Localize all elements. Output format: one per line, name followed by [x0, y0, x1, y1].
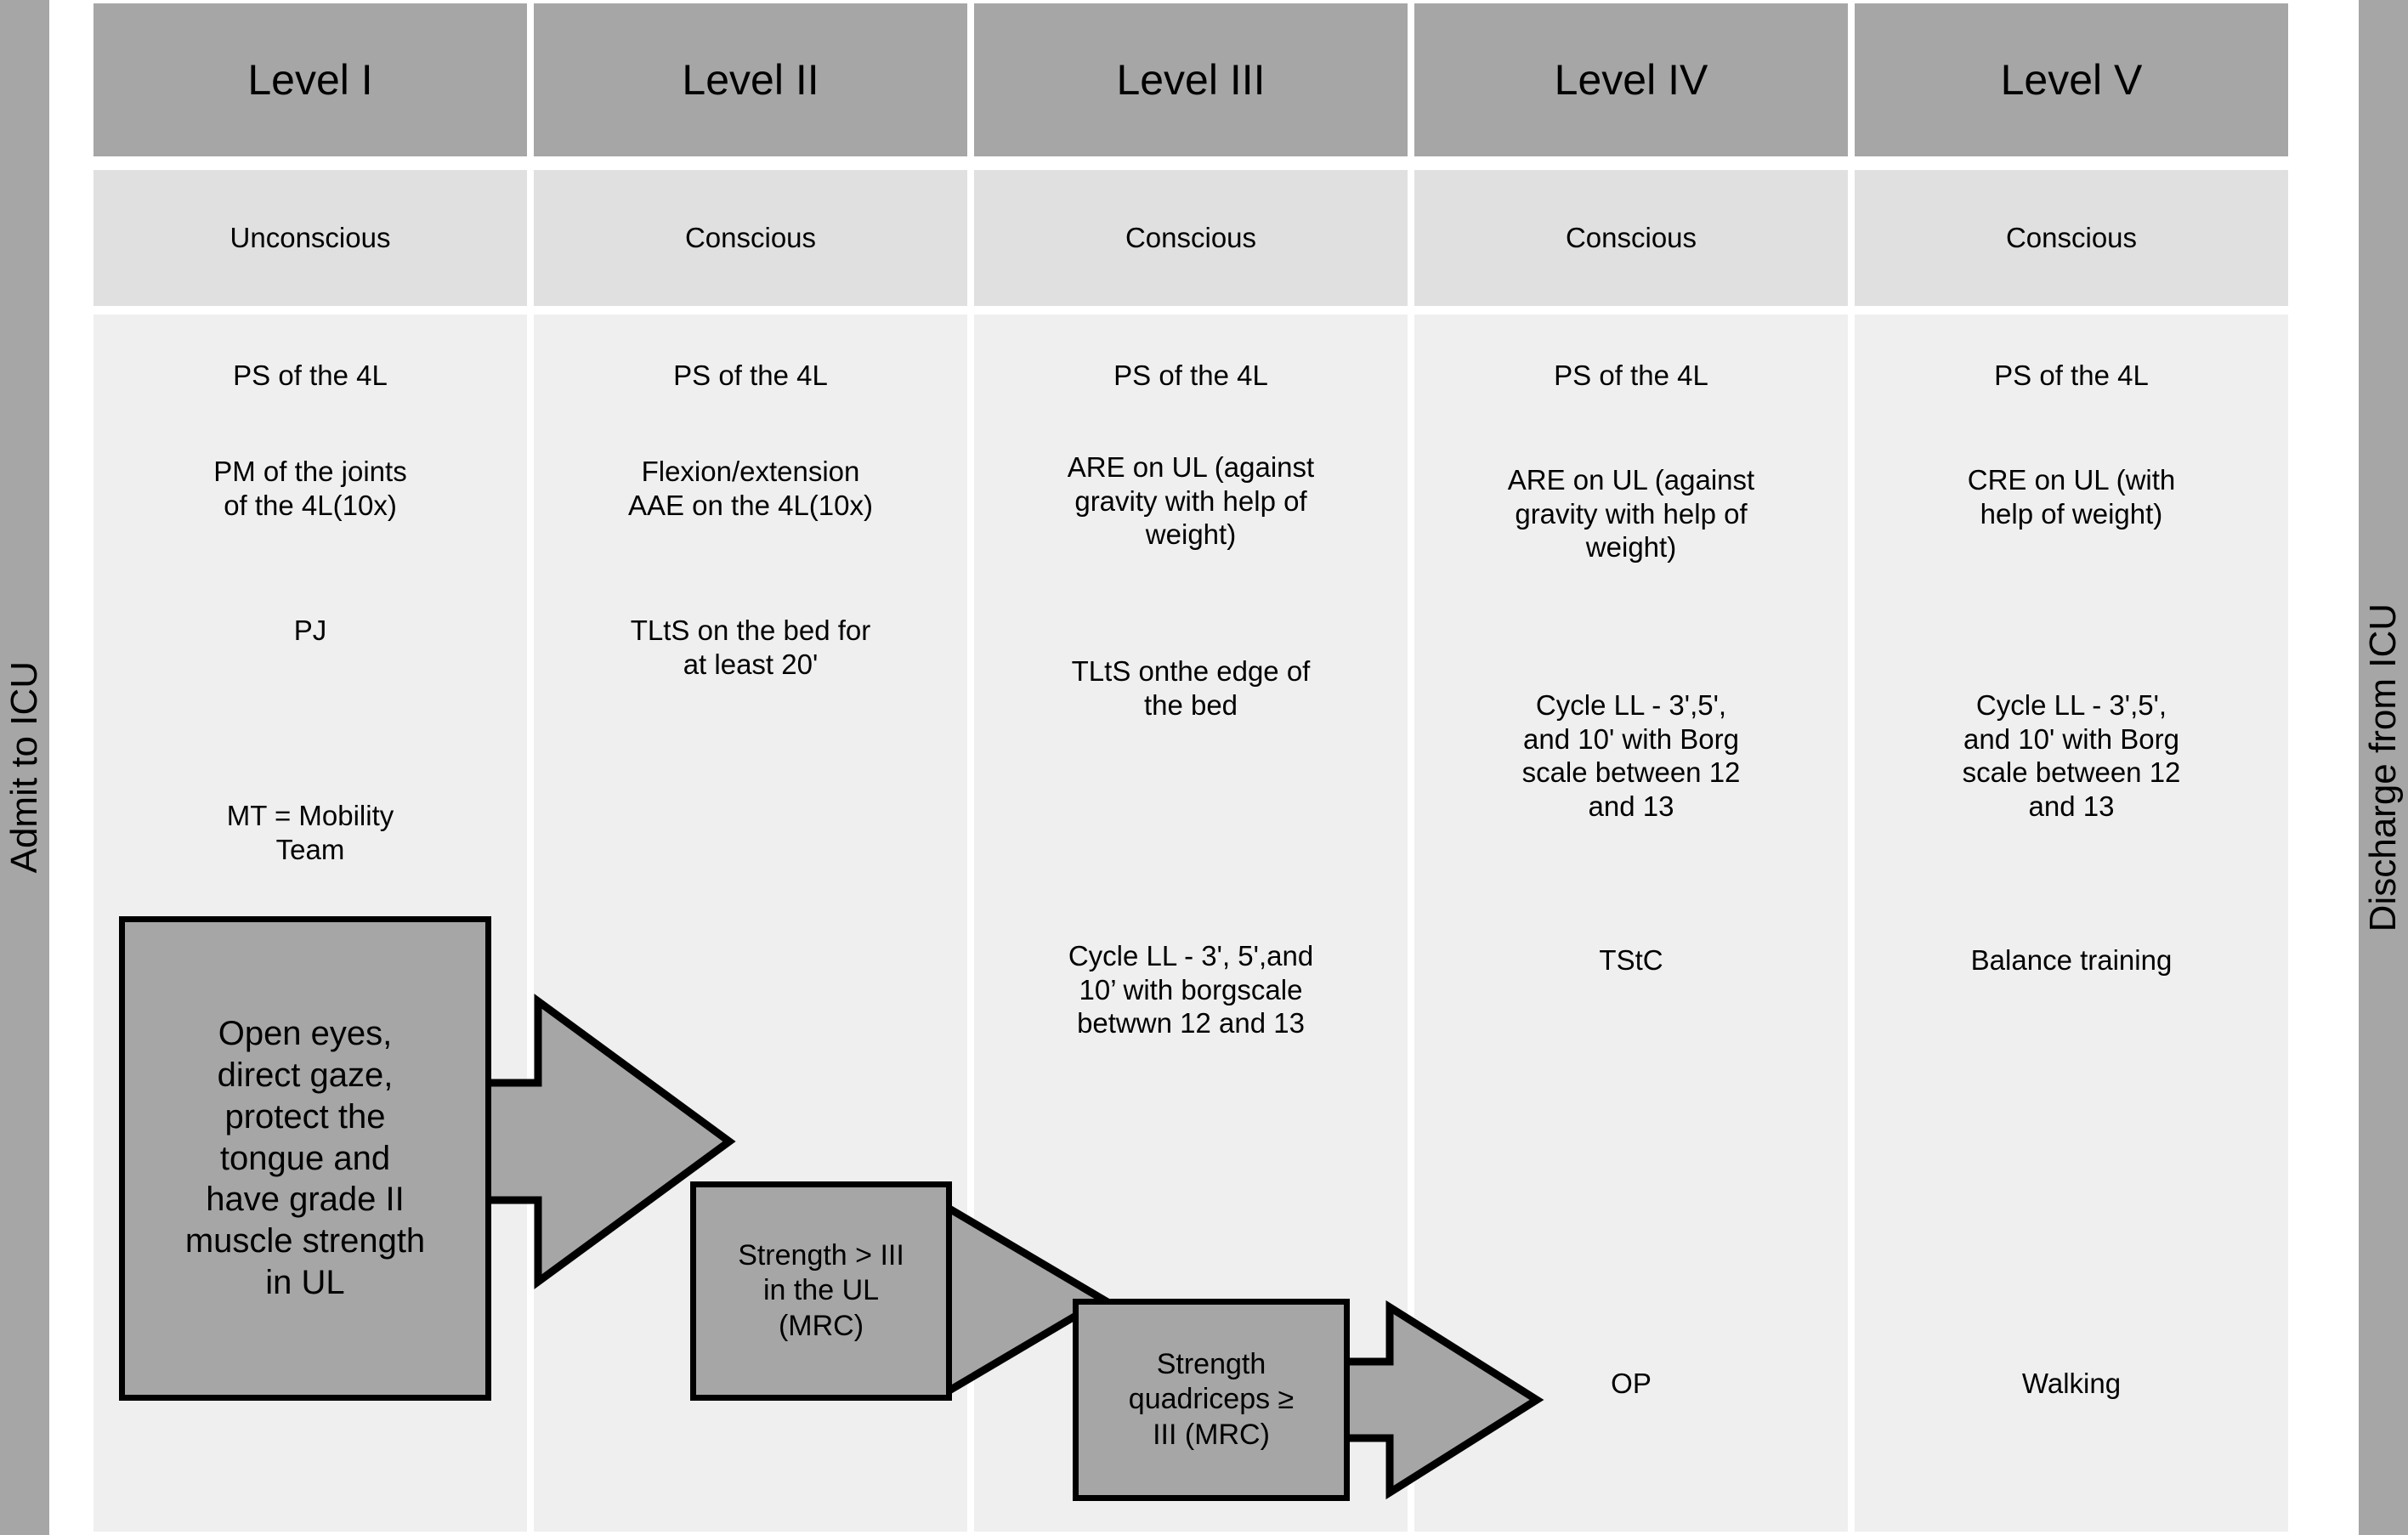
list-item: PJ — [293, 615, 327, 646]
column-state-level-2: Conscious — [534, 170, 967, 306]
discharge-from-icu-label: Discharge from ICU — [2362, 603, 2404, 932]
list-item: Walking — [2021, 1368, 2122, 1399]
column-header-level-1: Level I — [93, 3, 527, 156]
list-item: PS of the 4L — [1994, 360, 2149, 391]
column-header-level-5: Level V — [1855, 3, 2288, 156]
list-item: Balance training — [1970, 944, 2173, 976]
list-item: TStC — [1599, 944, 1663, 976]
column-state-level-4: Conscious — [1414, 170, 1848, 306]
admit-to-icu-rail: Admit to ICU — [0, 0, 49, 1535]
list-item: PS of the 4L — [1113, 360, 1268, 391]
column-state-level-5: Conscious — [1855, 170, 2288, 306]
column-header-level-4: Level IV — [1414, 3, 1848, 156]
column-state-level-1: Unconscious — [93, 170, 527, 306]
admit-to-icu-label: Admit to ICU — [3, 661, 45, 874]
column-state-level-3: Conscious — [974, 170, 1408, 306]
column-header-level-3: Level III — [974, 3, 1408, 156]
list-item: PS of the 4L — [673, 360, 828, 391]
list-item: PS of the 4L — [1554, 360, 1708, 391]
list-item: OP — [1611, 1368, 1652, 1399]
column-header-level-2: Level II — [534, 3, 967, 156]
list-item: PS of the 4L — [233, 360, 388, 391]
discharge-from-icu-rail: Discharge from ICU — [2359, 0, 2408, 1535]
